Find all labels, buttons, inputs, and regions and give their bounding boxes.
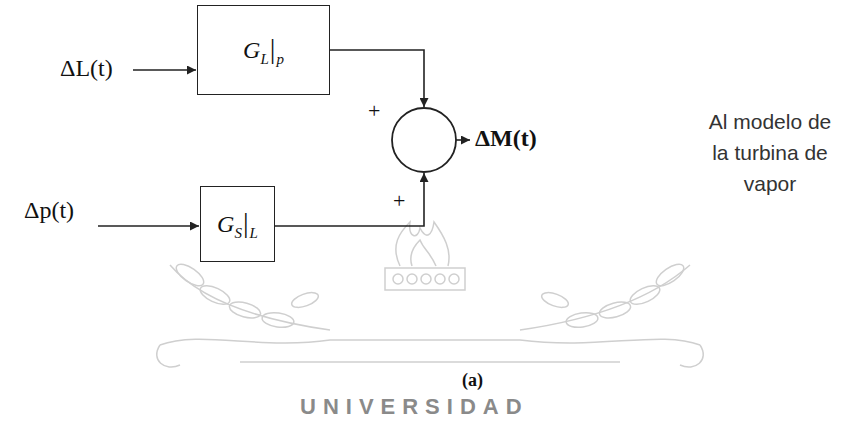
input-signal-line bbox=[133, 69, 196, 71]
input-signal-name: Δp(t) bbox=[24, 197, 74, 224]
transfer-function-box: GL|p bbox=[197, 5, 330, 95]
transfer-function-box: GS|L bbox=[200, 186, 275, 262]
note-text: Al modelo de la turbina de vapor bbox=[700, 106, 840, 199]
transfer-function: GL|p bbox=[243, 33, 284, 68]
watermark-text: UNIVERSIDAD bbox=[300, 394, 529, 420]
output-signal-line bbox=[456, 139, 470, 141]
sign-mark: + bbox=[393, 188, 405, 214]
output-signal-name: ΔM(t) bbox=[475, 125, 537, 152]
sign-mark: + bbox=[368, 98, 380, 124]
input-signal-name: ΔL(t) bbox=[60, 55, 113, 82]
signal-line bbox=[275, 173, 424, 226]
input-signal-line bbox=[98, 225, 199, 227]
transfer-function: GS|L bbox=[217, 207, 258, 242]
figure-tag: (a) bbox=[462, 370, 483, 391]
summing-junction bbox=[392, 108, 456, 172]
